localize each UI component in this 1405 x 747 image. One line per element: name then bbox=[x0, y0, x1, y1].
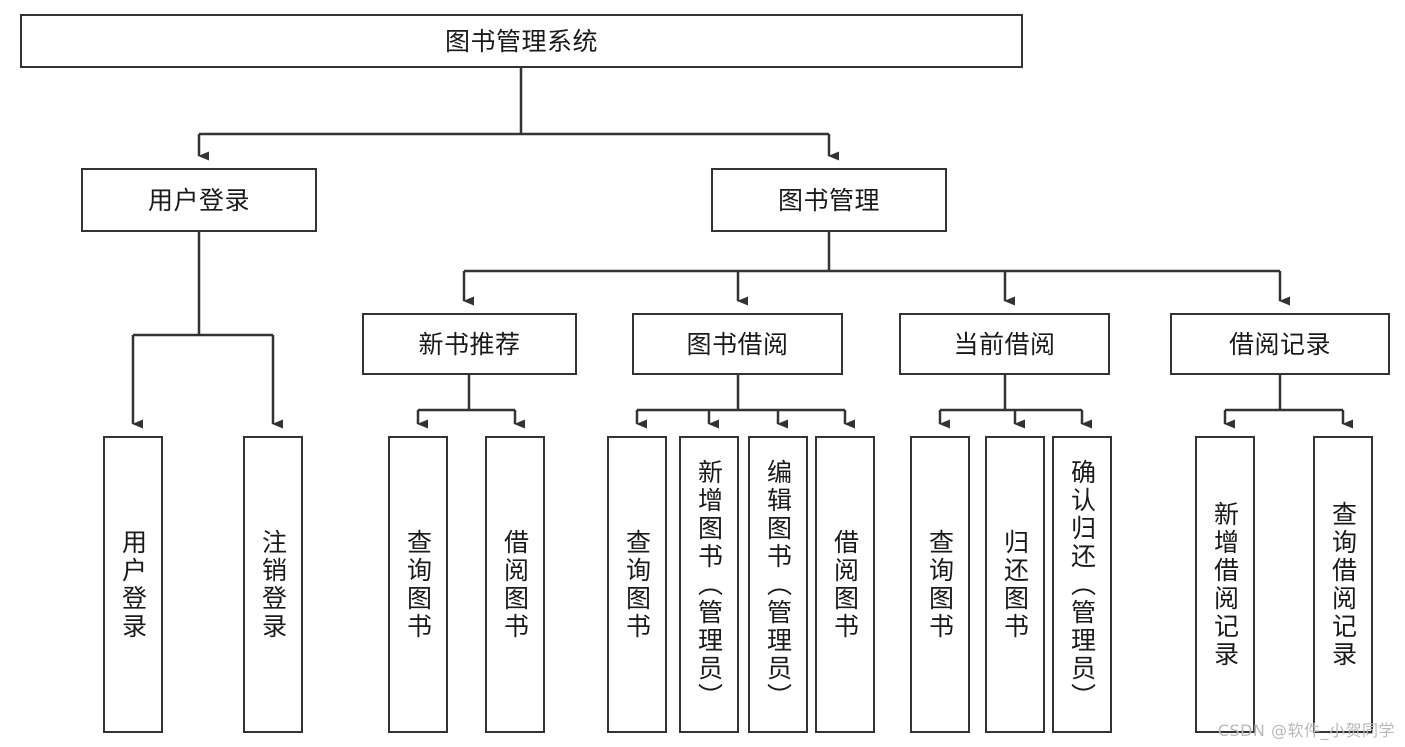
node-current-borrow[interactable]: 当前借阅 bbox=[899, 313, 1110, 375]
leaf-add-book-label: 新增图书（管理员） bbox=[694, 458, 724, 711]
leaf-user-logout-label: 注销登录 bbox=[258, 528, 288, 641]
leaf-query-book-2-label: 查询图书 bbox=[622, 528, 652, 641]
leaf-add-record-label: 新增借阅记录 bbox=[1210, 500, 1240, 669]
leaf-add-record[interactable]: 新增借阅记录 bbox=[1195, 436, 1255, 733]
leaf-edit-book-label: 编辑图书（管理员） bbox=[763, 458, 793, 711]
leaf-user-logout[interactable]: 注销登录 bbox=[243, 436, 303, 733]
node-current-borrow-label: 当前借阅 bbox=[953, 329, 1056, 359]
node-new-book-rec[interactable]: 新书推荐 bbox=[362, 313, 577, 375]
leaf-query-book-1[interactable]: 查询图书 bbox=[388, 436, 448, 733]
leaf-query-book-2[interactable]: 查询图书 bbox=[607, 436, 667, 733]
node-root[interactable]: 图书管理系统 bbox=[20, 14, 1023, 68]
node-user-login[interactable]: 用户登录 bbox=[81, 168, 317, 232]
leaf-user-login[interactable]: 用户登录 bbox=[103, 436, 163, 733]
leaf-borrow-book-1-label: 借阅图书 bbox=[500, 528, 530, 641]
leaf-confirm-return-label: 确认归还（管理员） bbox=[1067, 458, 1097, 711]
node-book-borrow[interactable]: 图书借阅 bbox=[632, 313, 843, 375]
node-book-manage-label: 图书管理 bbox=[777, 185, 880, 215]
leaf-return-book-label: 归还图书 bbox=[1000, 528, 1030, 641]
leaf-borrow-book-1[interactable]: 借阅图书 bbox=[485, 436, 545, 733]
leaf-query-book-3[interactable]: 查询图书 bbox=[910, 436, 970, 733]
node-book-manage[interactable]: 图书管理 bbox=[711, 168, 947, 232]
leaf-edit-book[interactable]: 编辑图书（管理员） bbox=[748, 436, 808, 733]
leaf-query-record-label: 查询借阅记录 bbox=[1328, 500, 1358, 669]
node-borrow-record[interactable]: 借阅记录 bbox=[1170, 313, 1390, 375]
leaf-return-book[interactable]: 归还图书 bbox=[985, 436, 1045, 733]
leaf-add-book[interactable]: 新增图书（管理员） bbox=[679, 436, 739, 733]
leaf-query-book-1-label: 查询图书 bbox=[403, 528, 433, 641]
node-borrow-record-label: 借阅记录 bbox=[1228, 329, 1331, 359]
leaf-borrow-book-2[interactable]: 借阅图书 bbox=[815, 436, 875, 733]
node-book-borrow-label: 图书借阅 bbox=[686, 329, 789, 359]
node-user-login-label: 用户登录 bbox=[147, 185, 250, 215]
node-root-label: 图书管理系统 bbox=[444, 26, 598, 56]
leaf-query-record[interactable]: 查询借阅记录 bbox=[1313, 436, 1373, 733]
leaf-query-book-3-label: 查询图书 bbox=[925, 528, 955, 641]
leaf-user-login-label: 用户登录 bbox=[118, 528, 148, 641]
node-new-book-rec-label: 新书推荐 bbox=[418, 329, 521, 359]
leaf-borrow-book-2-label: 借阅图书 bbox=[830, 528, 860, 641]
leaf-confirm-return[interactable]: 确认归还（管理员） bbox=[1052, 436, 1112, 733]
